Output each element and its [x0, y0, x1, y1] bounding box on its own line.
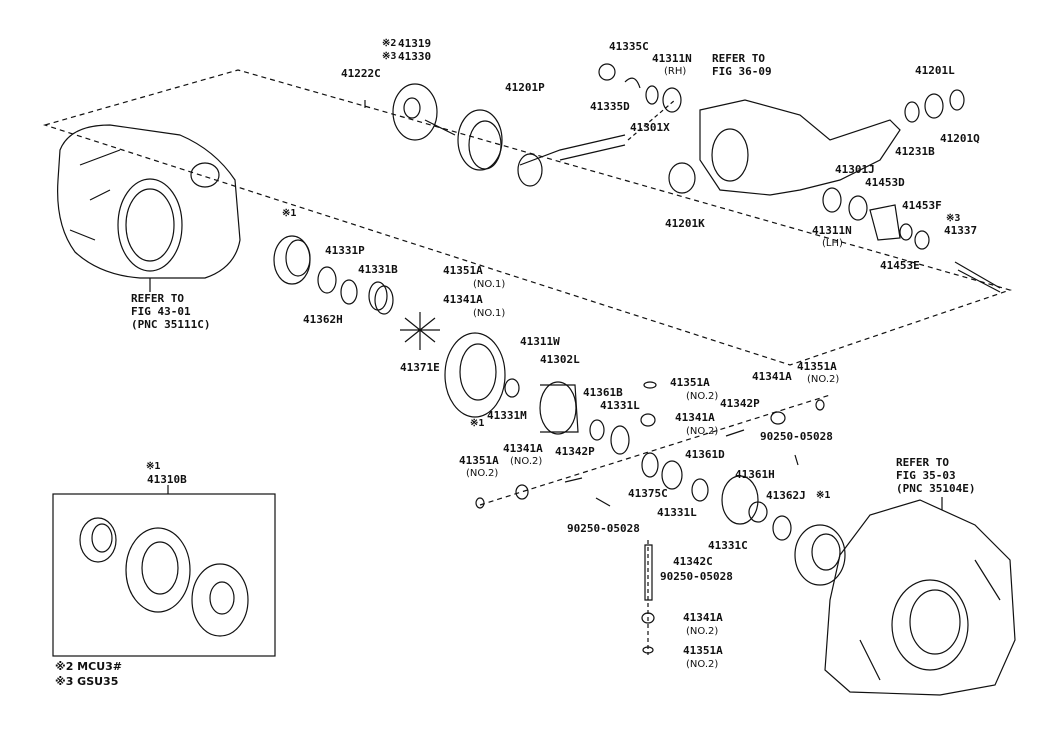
part-41351A-1: 41351A [443, 264, 483, 277]
part-41331L-b: 41331L [657, 506, 697, 519]
part-41331M: 41331M [487, 409, 527, 422]
part-41342P-1: 41342P [720, 397, 760, 410]
footnote-mcu: ※2 MCU3# [55, 660, 122, 673]
mark-1-d: ※1 [816, 490, 831, 501]
part-41330: 41330 [398, 50, 432, 63]
sub-no2-c: (NO.2) [807, 374, 840, 385]
part-41362J: 41362J [766, 489, 806, 502]
spider-41371E [400, 312, 440, 350]
sub-no2-b: (NO.2) [686, 426, 719, 437]
sub-no1-b: (NO.1) [473, 308, 506, 319]
ref-fig36-line1[interactable]: REFER TO [712, 52, 765, 65]
ring-pinion [364, 83, 626, 187]
part-41337: 41337 [944, 224, 978, 237]
ref-fig36-line2[interactable]: FIG 36-09 [712, 65, 772, 78]
part-41341A-2: 41341A [675, 411, 715, 424]
part-41351A-5: 41351A [683, 644, 723, 657]
ref-fig35-line2[interactable]: FIG 35-03 [896, 469, 956, 482]
part-41453F: 41453F [902, 199, 942, 212]
part-41361D: 41361D [685, 448, 725, 461]
ref-fig35-line1[interactable]: REFER TO [896, 456, 949, 469]
inset-41310B [79, 485, 249, 637]
bearing-41331B [368, 281, 394, 315]
ref-fig35-line3[interactable]: (PNC 35104E) [896, 482, 976, 495]
bearing-41331P-assy [273, 235, 358, 305]
part-41342C: 41342C [673, 555, 713, 568]
mark-1-a: ※1 [282, 208, 297, 219]
part-41341A-5: 41341A [683, 611, 723, 624]
ref-fig43-line3[interactable]: (PNC 35111C) [131, 318, 211, 331]
footnote-gsu: ※3 GSU35 [55, 675, 119, 688]
mark-1-c: ※1 [146, 461, 161, 472]
part-41375C: 41375C [628, 487, 668, 500]
part-41453D: 41453D [865, 176, 905, 189]
part-41311N-rh: 41311N [652, 52, 692, 65]
part-41310B: 41310B [147, 473, 187, 486]
lh-bearing-set [822, 187, 1001, 293]
part-41341A-4: 41341A [503, 442, 543, 455]
ref-fig43-line2[interactable]: FIG 43-01 [131, 305, 191, 318]
part-41201K: 41201K [665, 217, 705, 230]
axis-line [479, 394, 831, 506]
sub-no2-a: (NO.2) [686, 391, 719, 402]
inset-box [52, 493, 276, 657]
part-41341A-3: 41341A [752, 370, 792, 383]
assembly-boundary [42, 69, 1013, 366]
ref-fig43-line1[interactable]: REFER TO [131, 292, 184, 305]
part-41331B: 41331B [358, 263, 398, 276]
part-41361B: 41361B [583, 386, 623, 399]
case-cover-right [794, 524, 846, 586]
part-41351A-2: 41351A [670, 376, 710, 389]
part-41201Q: 41201Q [940, 132, 980, 145]
part-41362H: 41362H [303, 313, 343, 326]
part-41341A-1: 41341A [443, 293, 483, 306]
part-41335C: 41335C [609, 40, 649, 53]
part-90250-05028-a: 90250-05028 [760, 430, 833, 443]
mark-3-a: ※3 [382, 51, 397, 62]
sub-no1-a: (NO.1) [473, 279, 506, 290]
part-41371E: 41371E [400, 361, 440, 374]
extension-housing [699, 89, 965, 196]
part-41351A-3: 41351A [797, 360, 837, 373]
diff-case [444, 332, 630, 455]
part-41311N-lh: 41311N [812, 224, 852, 237]
sub-no2-g: (NO.2) [686, 659, 719, 670]
sub-lh: (LH) [822, 238, 843, 249]
part-41231B: 41231B [895, 145, 935, 158]
part-90250-05028-b: 90250-05028 [567, 522, 640, 535]
part-41201P: 41201P [505, 81, 545, 94]
part-41361H: 41361H [735, 468, 775, 481]
part-90250-05028-c: 90250-05028 [660, 570, 733, 583]
part-41201L: 41201L [915, 64, 955, 77]
part-41301X: 41301X [630, 121, 670, 134]
part-41331C: 41331C [708, 539, 748, 552]
part-41301J: 41301J [835, 163, 875, 176]
transaxle-case-right [824, 497, 1016, 696]
part-41311W: 41311W [520, 335, 560, 348]
transaxle-case-left [57, 124, 241, 292]
part-41351A-4: 41351A [459, 454, 499, 467]
part-41453E: 41453E [880, 259, 920, 272]
sub-no2-e: (NO.2) [510, 456, 543, 467]
part-41222C: 41222C [341, 67, 381, 80]
part-41335D: 41335D [590, 100, 630, 113]
mark-1-b: ※1 [470, 418, 485, 429]
part-41319: 41319 [398, 37, 432, 50]
mark-3-b: ※3 [946, 213, 961, 224]
side-gear-set [475, 381, 825, 654]
mark-2: ※2 [382, 38, 397, 49]
bearing-set-top [598, 63, 696, 194]
axis-line-2 [627, 99, 676, 141]
part-41331L-a: 41331L [600, 399, 640, 412]
sub-no2-f: (NO.2) [686, 626, 719, 637]
sub-no2-d: (NO.2) [466, 468, 499, 479]
part-41342P-2: 41342P [555, 445, 595, 458]
sub-rh: (RH) [664, 66, 687, 77]
part-41331P: 41331P [325, 244, 365, 257]
part-41302L: 41302L [540, 353, 580, 366]
